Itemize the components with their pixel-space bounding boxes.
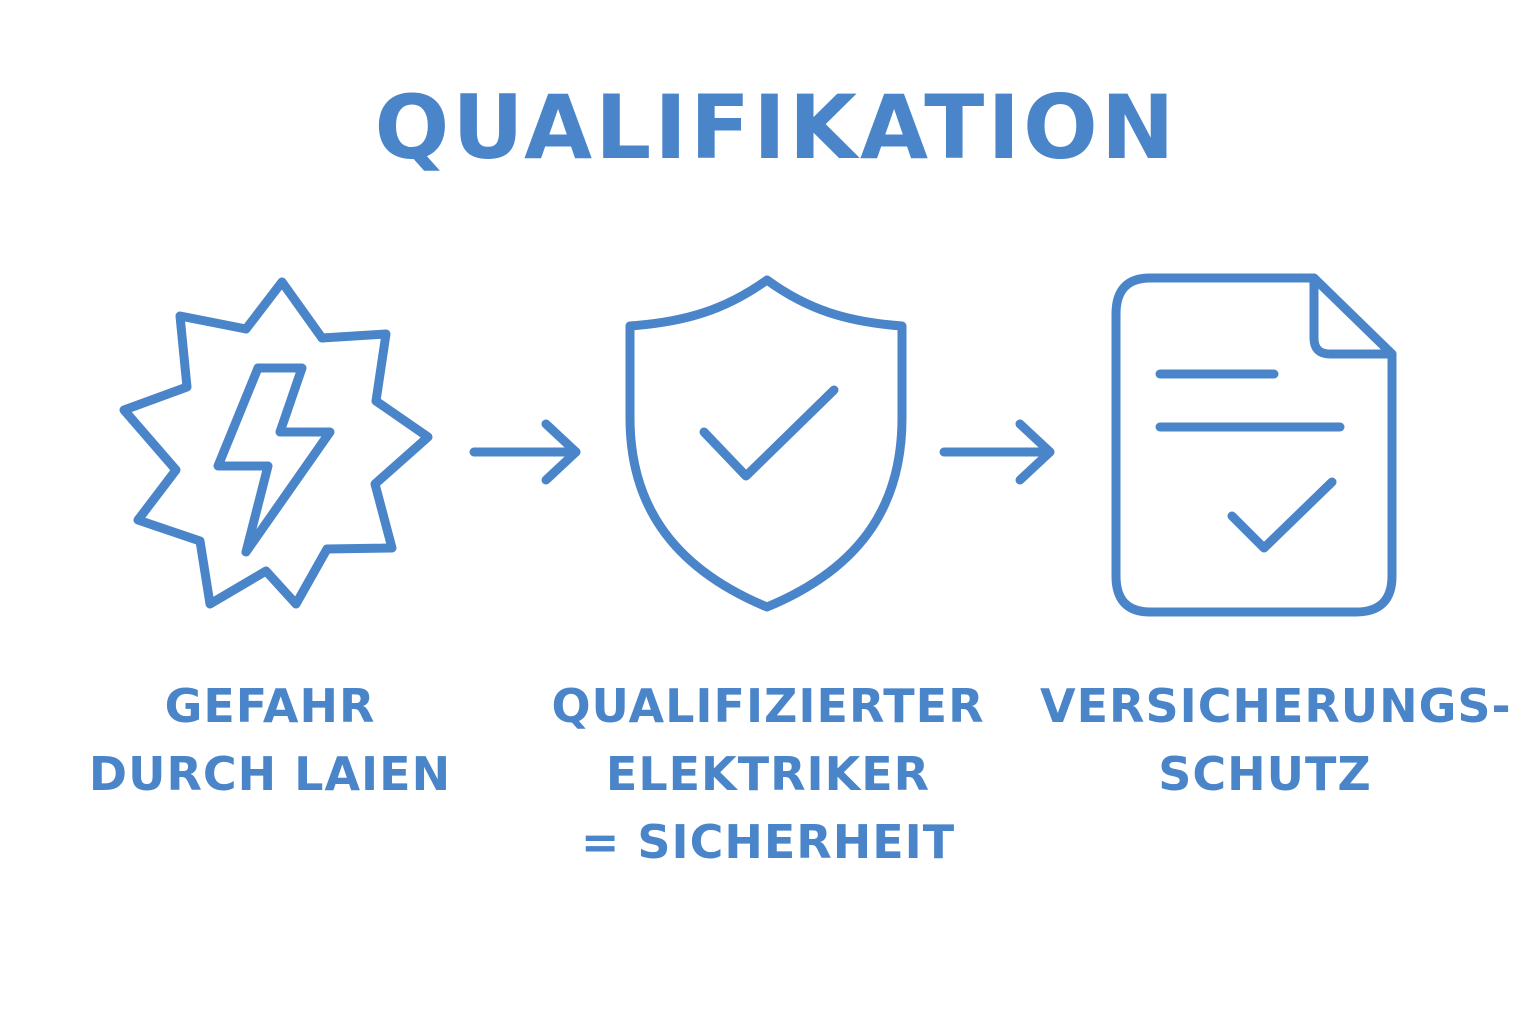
- diagram-title-text: QUALIFIKATION: [374, 76, 1178, 179]
- burst-star-shape: [119, 277, 433, 609]
- shield-checkmark: [699, 385, 839, 481]
- caption-line: QUALIFIZIERTER: [551, 679, 985, 733]
- step-caption-electrician: QUALIFIZIERTER ELEKTRIKER = SICHERHEIT: [508, 672, 1028, 876]
- document-outline: [1111, 273, 1397, 617]
- step-caption-danger: GEFAHR DURCH LAIEN: [60, 672, 480, 808]
- caption-line: VERSICHERUNGS-: [1040, 679, 1512, 733]
- step-caption-insurance: VERSICHERUNGS- SCHUTZ: [1040, 672, 1512, 808]
- caption-line: DURCH LAIEN: [88, 747, 452, 801]
- arrow-right-icon: [469, 419, 581, 485]
- document-check-icon: [1111, 273, 1397, 617]
- caption-line: ELEKTRIKER: [605, 747, 931, 801]
- lightning-bolt-shape: [213, 363, 335, 557]
- lightning-burst-icon: [119, 277, 433, 609]
- shield-check-icon: [625, 275, 907, 612]
- shield-shape: [625, 275, 907, 612]
- caption-line: = SICHERHEIT: [580, 815, 956, 869]
- caption-line: SCHUTZ: [1158, 747, 1372, 801]
- caption-line: GEFAHR: [164, 679, 376, 733]
- document-checkmark: [1227, 477, 1337, 553]
- diagram-title: QUALIFIKATION: [0, 84, 1536, 172]
- document-folded-corner: [1309, 273, 1397, 359]
- arrow-right-icon: [939, 419, 1055, 485]
